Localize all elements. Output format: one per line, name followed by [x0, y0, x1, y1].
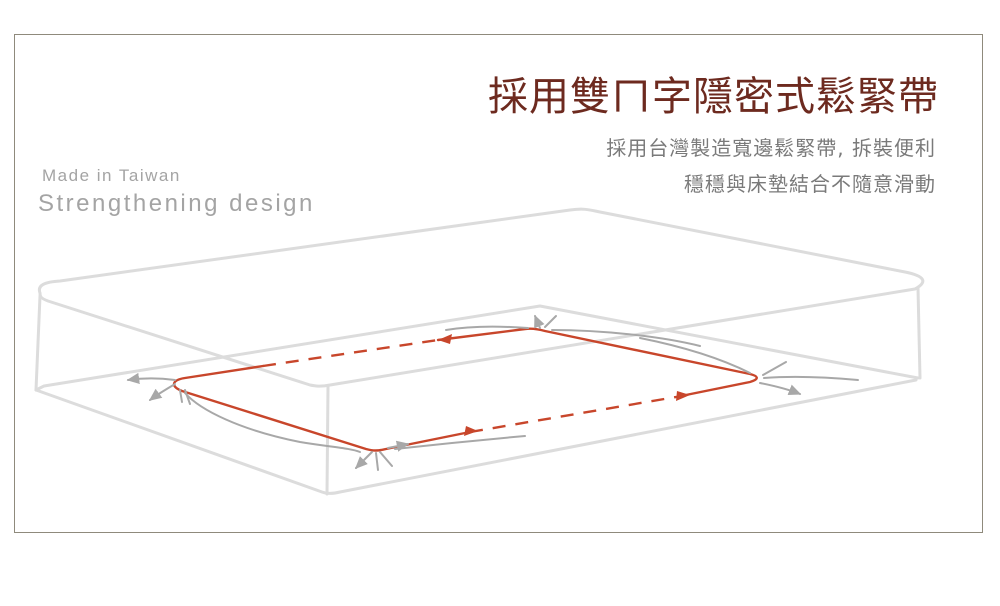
description-line-1: 採用台灣製造寬邊鬆緊帶, 拆裝便利: [606, 136, 936, 160]
feature-label: Strengthening design: [38, 190, 315, 217]
origin-label: Made in Taiwan: [42, 166, 181, 185]
description-line-2: 穩穩與床墊結合不隨意滑動: [684, 172, 936, 196]
headline: 採用雙ㄇ字隱密式鬆緊帶: [488, 74, 939, 120]
